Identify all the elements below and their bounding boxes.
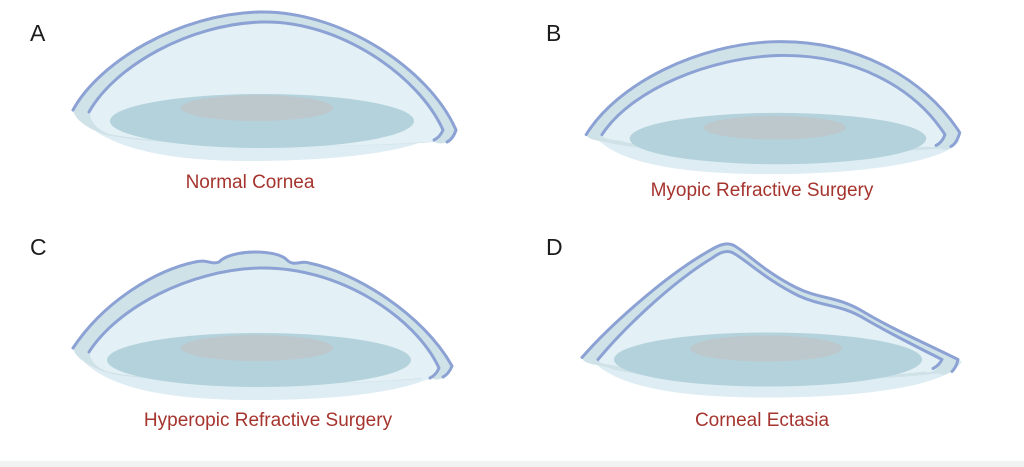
pupil	[690, 335, 842, 362]
outer-membrane-line	[580, 242, 960, 373]
panel-a-caption: Normal Cornea	[185, 172, 315, 193]
inner-membrane-line	[87, 266, 441, 380]
cornea-illustration-ectasia	[580, 242, 962, 398]
panel-b-letter: B	[546, 20, 562, 46]
panel-d-caption: Corneal Ectasia	[694, 410, 830, 431]
cornea-illustration-myopic	[584, 40, 962, 175]
outer-membrane-line	[71, 10, 458, 144]
cornea-illustration-normal	[71, 10, 458, 162]
pupil	[181, 335, 333, 361]
bottom-edge-strip	[0, 461, 1024, 467]
inner-membrane-line	[600, 54, 947, 147]
panel-c-letter: C	[30, 234, 47, 260]
panel-a-letter: A	[30, 20, 46, 46]
outer-membrane-line	[71, 250, 454, 379]
pupil	[703, 115, 847, 140]
panel-b-caption: Myopic Refractive Surgery	[650, 180, 874, 201]
inner-membrane-line	[596, 249, 944, 370]
outer-membrane-line	[584, 40, 962, 148]
cornea-illustration-hyperopic	[71, 250, 454, 400]
panel-d-letter: D	[546, 234, 563, 260]
inner-membrane-line	[87, 20, 445, 142]
pupil	[181, 95, 333, 121]
panel-c-caption: Hyperopic Refractive Surgery	[143, 410, 393, 431]
